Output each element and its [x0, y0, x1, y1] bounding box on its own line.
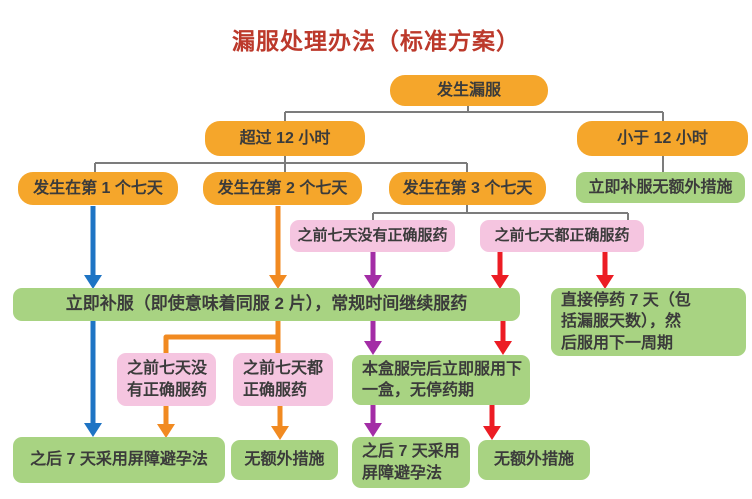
gray-connector-lines — [94, 105, 664, 220]
node-barrier-7d-left: 之后 7 天采用屏障避孕法 — [13, 437, 225, 483]
node-over-12h: 超过 12 小时 — [205, 121, 365, 156]
node-week2-correct: 之前七天都 正确服药 — [233, 353, 333, 406]
node-week2-incorrect: 之前七天没 有正确服药 — [117, 353, 216, 406]
orange-path-arrows — [157, 206, 289, 440]
node-week-2: 发生在第 2 个七天 — [203, 172, 362, 205]
node-week3-correct: 之前七天都正确服药 — [480, 220, 644, 252]
node-under12-action: 立即补服无额外措施 — [576, 172, 745, 203]
node-under-12h: 小于 12 小时 — [577, 121, 748, 156]
node-stop-7-days: 直接停药 7 天（包 括漏服天数），然 后服用下一周期 — [551, 288, 746, 356]
node-week3-incorrect: 之前七天没有正确服药 — [290, 220, 455, 252]
red-path-arrows — [483, 252, 614, 440]
node-take-immediately: 立即补服（即使意味着同服 2 片），常规时间继续服药 — [13, 288, 520, 321]
node-week-1: 发生在第 1 个七天 — [18, 172, 178, 205]
node-no-extra-left: 无额外措施 — [231, 440, 338, 480]
blue-path-arrows — [84, 206, 102, 437]
node-next-pack: 本盒服完后立即服用下 一盒，无停药期 — [352, 355, 530, 405]
node-no-extra-right: 无额外措施 — [478, 440, 590, 480]
page-title: 漏服处理办法（标准方案） — [232, 28, 520, 54]
node-missed-dose: 发生漏服 — [390, 75, 548, 106]
node-week-3: 发生在第 3 个七天 — [389, 172, 546, 205]
node-barrier-7d-right: 之后 7 天采用 屏障避孕法 — [352, 437, 470, 488]
purple-path-arrows — [364, 252, 382, 437]
